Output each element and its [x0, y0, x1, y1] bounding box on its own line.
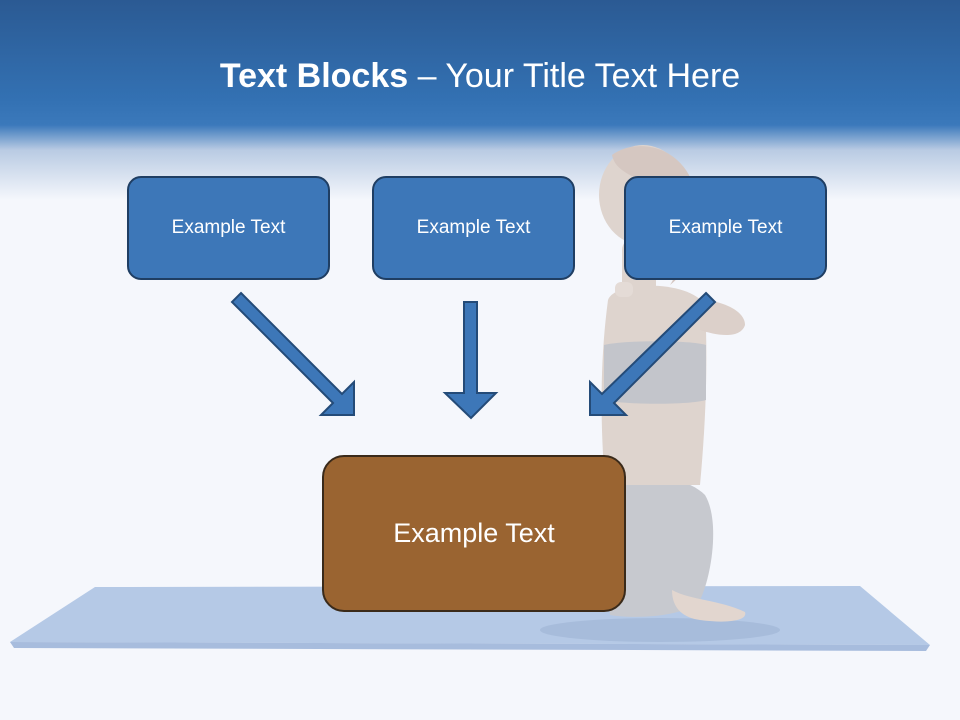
bottom-box-center: Example Text	[322, 455, 626, 612]
top-box-right: Example Text	[624, 176, 827, 280]
arrow-left-to-center	[230, 291, 355, 416]
arrow-middle-to-center	[442, 301, 499, 420]
title-bold-part: Text Blocks	[219, 57, 409, 95]
bottom-box-label: Example Text	[393, 518, 555, 548]
arrow-right-to-center	[589, 291, 717, 416]
top-box-middle: Example Text	[372, 176, 575, 280]
title-rest-part: – Your Title Text Here	[408, 57, 741, 95]
top-box-left: Example Text	[127, 176, 330, 280]
header-band	[0, 0, 960, 210]
top-box-right-label: Example Text	[668, 217, 783, 238]
top-box-middle-label: Example Text	[416, 217, 531, 238]
slide-title: Text Blocks – Your Title Text Here	[0, 54, 960, 98]
top-box-left-label: Example Text	[171, 217, 286, 238]
